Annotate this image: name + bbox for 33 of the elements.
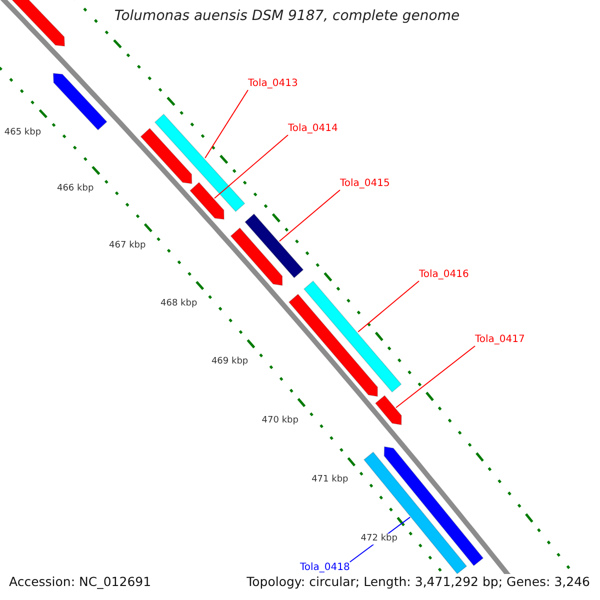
gene-label: Tola_0413 (248, 78, 298, 90)
gene-label: Tola_0418 (300, 562, 350, 574)
gene-feature (140, 128, 192, 184)
leader-line (396, 346, 476, 408)
leader-line (278, 190, 340, 242)
gene-feature (244, 213, 304, 278)
gene-feature (288, 294, 378, 397)
scale-label: 470 kbp (262, 415, 298, 426)
scale-label: 468 kbp (160, 298, 198, 310)
scale-label: 471 kbp (312, 474, 348, 486)
scale-label: 465 kbp (4, 127, 42, 138)
gene-label: Tola_0414 (288, 123, 338, 135)
gene-feature (154, 114, 246, 212)
accession-text: Accession: NC_012691 (9, 574, 152, 589)
scale-label: 469 kbp (211, 356, 248, 368)
scale-label: 472 kbp (360, 534, 398, 545)
leader-line (358, 280, 420, 332)
gene-feature (230, 227, 283, 286)
gene-feature (52, 72, 108, 131)
scale-label: 466 kbp (56, 184, 94, 195)
gene-feature (384, 446, 484, 566)
gene-label: Tola_0417 (475, 334, 525, 346)
gene-feature (363, 451, 468, 574)
gene-feature (374, 394, 402, 426)
gene-label: Tola_0415 (340, 178, 390, 190)
gene-label: Tola_0416 (419, 269, 469, 281)
genome-info-text: Topology: circular; Length: 3,471,292 bp; Genes: 3,246 (246, 574, 590, 589)
scale-label: 467 kbp (109, 241, 146, 252)
gene-feature (303, 280, 402, 393)
leader-line (214, 134, 288, 199)
gene-feature (189, 182, 225, 220)
diagram-title: Tolumonas auensis DSM 9187, complete genome (113, 8, 461, 25)
leader-line (204, 90, 248, 158)
